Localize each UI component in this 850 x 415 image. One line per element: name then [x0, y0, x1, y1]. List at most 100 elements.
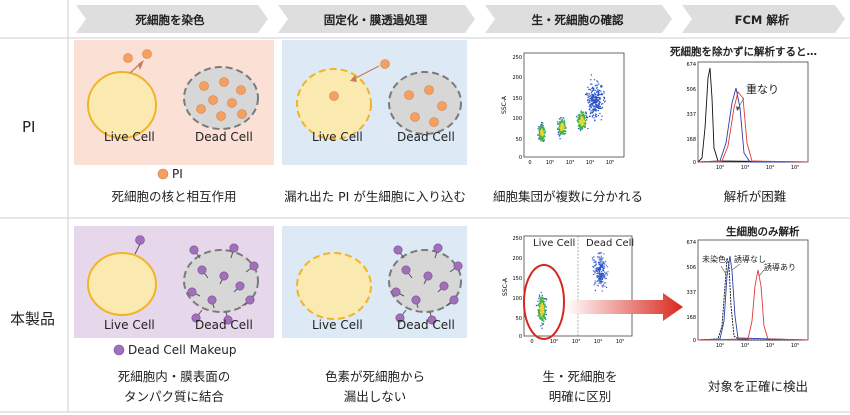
- pi-dot: [216, 111, 226, 121]
- scatter-point: [598, 89, 601, 92]
- scatter-point: [542, 124, 544, 127]
- scatter-point: [590, 74, 592, 76]
- makeup-dot: [453, 261, 463, 271]
- xtick-label: 10²: [546, 160, 554, 166]
- scatter-point: [602, 103, 604, 105]
- gate-dead-label: Dead Cell: [586, 238, 635, 249]
- scatter-point: [538, 138, 540, 140]
- scatter-product: SSC-A 250 200 150 100 50 0 0 10² 10³ 10⁴…: [502, 235, 633, 345]
- ytick-label: 50: [516, 316, 522, 322]
- caption-pi-2: 漏れ出た PI が生細胞に入り込む: [284, 189, 466, 204]
- scatter-point: [582, 119, 584, 121]
- scatter-point: [597, 92, 600, 94]
- scatter-point: [599, 265, 602, 267]
- scatter-point: [544, 131, 547, 133]
- scatter-point: [594, 93, 596, 95]
- scatter-point: [597, 106, 600, 108]
- scatter-pi: SSC-A 250 200 150 100 50 0 0 10² 10³ 10⁴…: [501, 52, 625, 166]
- header-chevron-4: [682, 5, 845, 33]
- scatter-point: [591, 99, 593, 102]
- scatter-point: [542, 314, 545, 316]
- scatter-point: [594, 105, 596, 107]
- scatter-point: [540, 137, 543, 139]
- scatter-point: [543, 317, 546, 319]
- scatter-point: [560, 124, 562, 126]
- xtick-label: 10²: [716, 343, 724, 349]
- scatter-point: [539, 300, 541, 302]
- scatter-point: [597, 109, 599, 112]
- scatter-point: [544, 314, 546, 316]
- scatter-point: [541, 294, 543, 296]
- ytick-label: 168: [686, 137, 696, 143]
- scatter-point: [586, 92, 588, 94]
- scatter-point: [599, 256, 601, 258]
- scatter-point: [590, 79, 592, 81]
- makeup-legend-icon: [113, 344, 125, 356]
- scatter-point: [587, 127, 589, 130]
- scatter-point: [562, 123, 565, 125]
- scatter-point: [592, 259, 594, 261]
- scatter-point: [542, 133, 544, 136]
- scatter-point: [601, 85, 603, 88]
- scatter-point: [588, 115, 591, 118]
- scatter-point: [538, 316, 540, 318]
- header-chevron-2: [278, 5, 475, 33]
- scatter-point: [542, 126, 544, 129]
- scatter-point: [597, 252, 600, 254]
- scatter-point: [593, 106, 595, 108]
- scatter-point: [601, 281, 604, 283]
- scatter-point: [540, 304, 542, 306]
- makeup-dot: [135, 235, 145, 245]
- scatter-xticks: 0 10² 10³ 10⁴ 10⁵: [528, 160, 614, 166]
- live-gate-oval: [523, 264, 565, 340]
- histogram-product: 674 506 337 168 0 10² 10³ 10⁴ 10⁵: [686, 239, 809, 349]
- scatter-point: [580, 110, 582, 112]
- scatter-point: [577, 127, 580, 130]
- scatter-point: [589, 97, 591, 100]
- scatter-point: [600, 279, 602, 281]
- scatter-point: [544, 300, 546, 303]
- ytick-label: 50: [516, 137, 522, 143]
- scatter-point: [600, 252, 602, 254]
- scatter-point: [591, 112, 594, 114]
- scatter-point: [542, 137, 545, 140]
- scatter-point: [595, 115, 598, 118]
- pi-dot: [237, 109, 247, 119]
- scatter-point: [590, 91, 593, 94]
- scatter-point: [542, 324, 544, 326]
- scatter-point: [580, 125, 582, 128]
- scatter-point: [545, 298, 547, 300]
- scatter-point: [540, 138, 542, 140]
- scatter-point: [564, 125, 566, 128]
- scatter-point: [596, 80, 598, 82]
- scatter-point: [594, 289, 597, 292]
- scatter-point: [544, 136, 546, 138]
- scatter-point: [542, 140, 545, 142]
- scatter-point: [592, 104, 594, 106]
- scatter-point: [597, 114, 600, 117]
- scatter-point: [606, 274, 608, 276]
- scatter-point: [601, 275, 604, 277]
- scatter-point: [538, 134, 540, 137]
- scatter-point: [596, 101, 598, 104]
- ytick-label: 337: [686, 290, 696, 296]
- scatter-point: [537, 134, 539, 136]
- scatter-point: [537, 128, 539, 130]
- scatter-point: [542, 320, 544, 322]
- scatter-point: [588, 105, 591, 108]
- row-label-pi: PI: [22, 118, 36, 136]
- scatter-point: [591, 87, 593, 90]
- pi-dot: [329, 91, 339, 101]
- header-chevron-1: [76, 5, 268, 33]
- scatter-point: [581, 112, 583, 114]
- scatter-point: [593, 259, 595, 261]
- scatter-point: [593, 256, 595, 258]
- scatter-point: [603, 276, 605, 279]
- xtick-label: 10⁴: [766, 343, 774, 349]
- scatter-point: [579, 129, 582, 132]
- scatter-point: [589, 108, 591, 110]
- scatter-point: [594, 108, 596, 110]
- live-cell-shape: [296, 252, 372, 320]
- live-cell-label: Live Cell: [104, 130, 155, 144]
